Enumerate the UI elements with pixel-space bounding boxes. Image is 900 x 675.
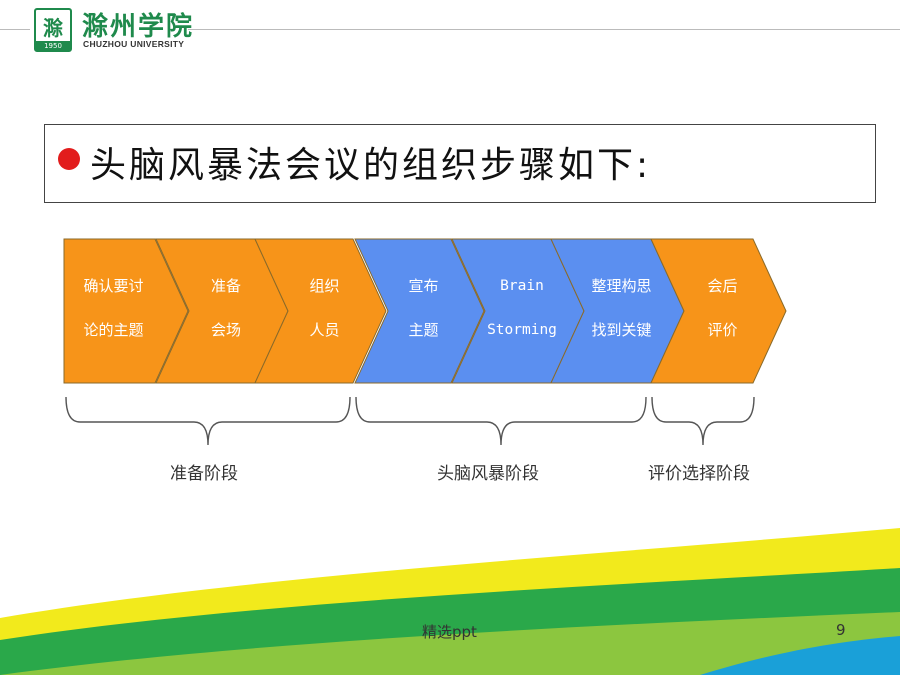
step-label-line1: 准备 [210,277,241,295]
step-label-3: 组织人员 [275,264,375,352]
phase-label-3: 评价选择阶段 [648,464,750,484]
step-label-line1: Brain [500,278,544,294]
step-label-line2: Storming [487,322,557,338]
step-label-6: 整理构思找到关键 [572,264,672,352]
header-rule-left [0,29,30,30]
step-chevron-4 [354,238,485,384]
step-label-4: 宣布主题 [374,264,474,352]
light-green-band [0,612,900,675]
step-label-1: 确认要讨论的主题 [64,264,164,352]
step-label-line2: 论的主题 [83,321,144,339]
page-number: 9 [836,621,846,639]
step-label-line1: 整理构思 [591,277,652,295]
slide-title: 头脑风暴法会议的组织步骤如下: [90,145,652,186]
title-box [44,124,876,203]
step-chevron-1 [63,238,189,384]
step-label-line1: 确认要讨 [83,277,144,295]
footer-text: 精选ppt [422,623,477,641]
university-name-cn: 滁州学院 [82,12,195,42]
logo-year: 1950 [36,41,70,51]
step-label-2: 准备会场 [176,264,276,352]
step-label-line1: 宣布 [408,277,439,295]
step-chevron-3 [254,238,387,384]
step-label-line2: 人员 [309,321,340,339]
step-label-7: 会后评价 [673,264,773,352]
university-logo-icon: 滁 [34,8,72,52]
header-rule-right [188,29,900,30]
step-label-line1: 会后 [707,277,738,295]
university-name-en: CHUZHOU UNIVERSITY [83,39,185,49]
phase-brace-3 [651,396,755,446]
step-label-line2: 会场 [210,321,241,339]
phase-label-1: 准备阶段 [170,464,238,484]
phase-brace-2 [355,396,647,446]
step-label-line2: 主题 [408,321,439,339]
step-label-line2: 评价 [707,321,738,339]
step-label-line1: 组织 [309,277,340,295]
blue-band [700,636,900,675]
bullet-dot-icon [58,148,80,170]
step-label-line2: 找到关键 [591,321,652,339]
step-chevron-7 [650,238,787,384]
phase-label-2: 头脑风暴阶段 [437,464,539,484]
phase-brace-1 [65,396,351,446]
logo-mark: 滁 [43,15,63,40]
